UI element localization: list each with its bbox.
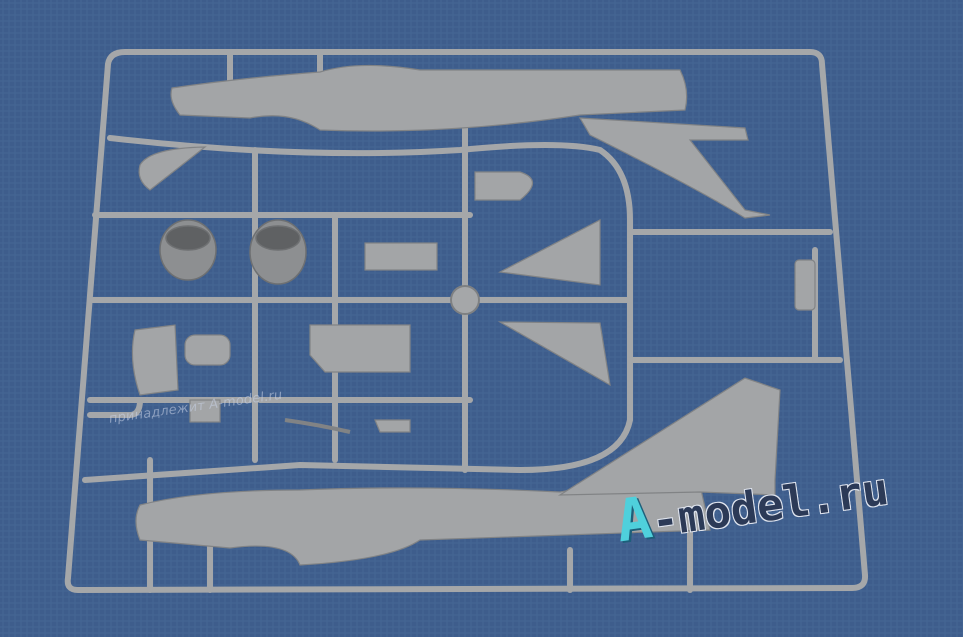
fin-lower (497, 321, 611, 387)
intake-part (131, 324, 179, 396)
small-part (374, 419, 411, 433)
intake-ring (184, 334, 231, 366)
seat-part (364, 242, 438, 271)
gear-leg (794, 259, 816, 311)
small-part (284, 418, 351, 434)
wing-top (578, 117, 771, 219)
canopy (474, 171, 534, 201)
vertical-tail (557, 377, 781, 496)
exhaust-nozzles (159, 219, 307, 285)
fin-upper (498, 219, 601, 286)
sprue-hub (450, 285, 480, 315)
plastic-parts (131, 64, 816, 566)
nose-cone (138, 146, 207, 191)
fuselage-half-top (170, 64, 688, 132)
cockpit-tub (309, 324, 411, 373)
small-part (189, 399, 221, 423)
